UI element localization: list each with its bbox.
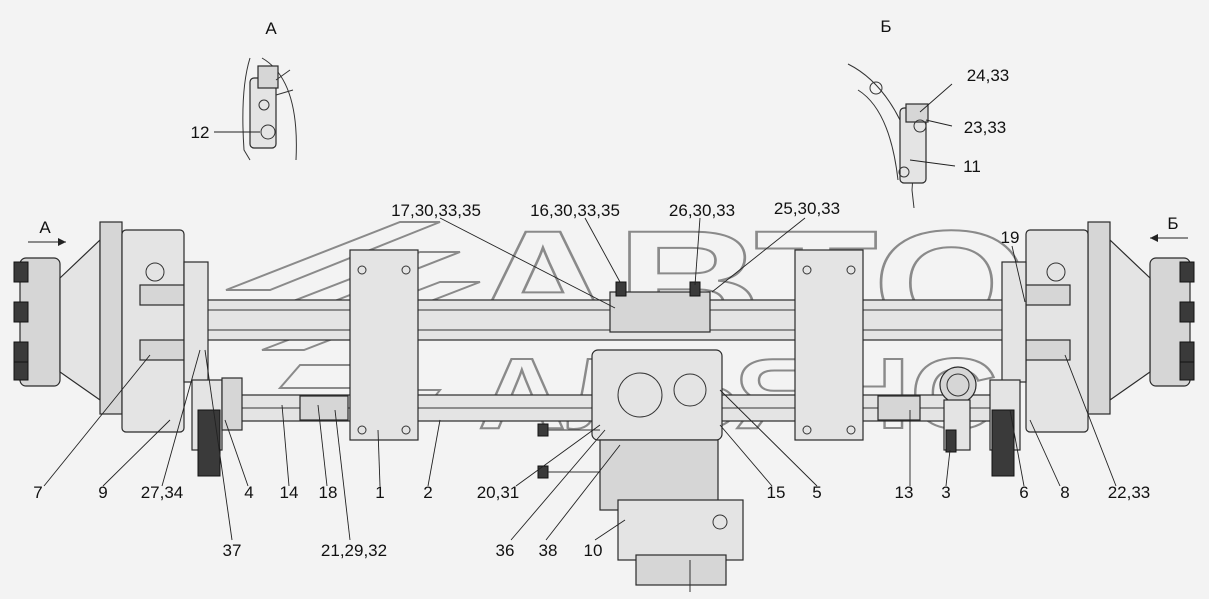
arrow-label-right: Б bbox=[1167, 214, 1178, 233]
watermark-line-2: АЛЬЯНС bbox=[478, 338, 998, 450]
callout-23-33: 23,33 bbox=[964, 118, 1007, 137]
callout-13: 13 bbox=[895, 483, 914, 502]
callout-36: 36 bbox=[496, 541, 515, 560]
callout-17-30-33-35: 17,30,33,35 bbox=[391, 201, 481, 220]
callout-38: 38 bbox=[539, 541, 558, 560]
view-arrow-left bbox=[28, 238, 66, 246]
callout-16-30-33-35: 16,30,33,35 bbox=[530, 201, 620, 220]
callout-1: 1 bbox=[375, 483, 384, 502]
callout-25-30-33: 25,30,33 bbox=[774, 199, 840, 218]
detail-view-b bbox=[847, 63, 929, 209]
callout-20-31: 20,31 bbox=[477, 483, 520, 502]
callout-6: 6 bbox=[1019, 483, 1028, 502]
callout-18: 18 bbox=[319, 483, 338, 502]
callout-27-34: 27,34 bbox=[141, 483, 184, 502]
callout-4: 4 bbox=[244, 483, 253, 502]
callout-7: 7 bbox=[33, 483, 42, 502]
callout-15: 15 bbox=[767, 483, 786, 502]
callout-11: 11 bbox=[963, 157, 981, 176]
view-b-title: Б bbox=[880, 17, 891, 36]
callout-26-30-33: 26,30,33 bbox=[669, 201, 735, 220]
callout-19: 19 bbox=[1001, 228, 1020, 247]
leader-lines bbox=[43, 83, 1117, 541]
callout-9: 9 bbox=[98, 483, 107, 502]
callout-24-33: 24,33 bbox=[967, 66, 1010, 85]
gear-pump bbox=[939, 366, 977, 453]
left-wheel-hub bbox=[13, 221, 243, 477]
right-wheel-hub bbox=[989, 221, 1195, 477]
callout-3: 3 bbox=[941, 483, 950, 502]
callout-21-29-32: 21,29,32 bbox=[321, 541, 387, 560]
detail-view-a bbox=[242, 57, 297, 161]
arrow-label-left: А bbox=[39, 218, 51, 237]
callout-2: 2 bbox=[423, 483, 432, 502]
tube-clamps bbox=[299, 281, 921, 421]
callout-8: 8 bbox=[1060, 483, 1069, 502]
view-arrow-right bbox=[1150, 234, 1188, 242]
view-a-title: А bbox=[265, 19, 277, 38]
centre-drive-unit bbox=[537, 349, 744, 592]
callout-37: 37 bbox=[223, 541, 242, 560]
mounting-brackets bbox=[349, 249, 864, 441]
callout-12: 12 bbox=[191, 123, 210, 142]
callout-14: 14 bbox=[280, 483, 299, 502]
callout-10: 10 bbox=[584, 541, 603, 560]
callout-5: 5 bbox=[812, 483, 821, 502]
callout-22-33: 22,33 bbox=[1108, 483, 1151, 502]
